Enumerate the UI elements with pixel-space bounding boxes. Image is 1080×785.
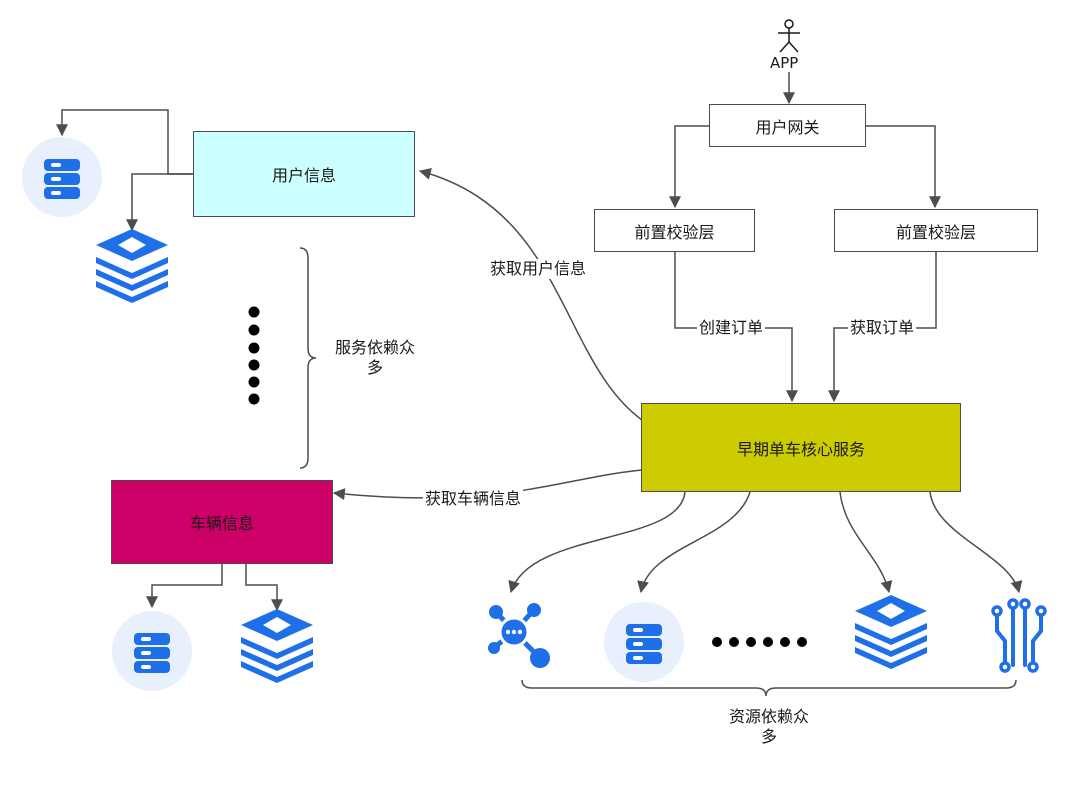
vertical-ellipsis-icon [248, 306, 260, 405]
resources-brace [521, 679, 1017, 697]
pre-check-left-label: 前置校验层 [634, 222, 715, 242]
app-actor-label: APP [770, 54, 799, 72]
user-info-node: 用户信息 [193, 131, 415, 217]
database-icon [112, 611, 192, 691]
circuit-icon [991, 598, 1047, 673]
resources-dependency-line2: 多 [760, 727, 777, 746]
gateway-node: 用户网关 [709, 104, 866, 147]
get-user-info-label: 获取用户信息 [488, 259, 589, 279]
pre-check-right-label: 前置校验层 [895, 222, 976, 242]
layered-storage-icon [241, 609, 313, 683]
database-icon [22, 137, 102, 217]
create-order-label: 创建订单 [697, 318, 766, 338]
resources-dependency-label: 资源依赖众 多 [712, 707, 826, 747]
ellipsis-dots-icon [712, 637, 807, 647]
database-icon [604, 602, 684, 682]
services-dependency-label: 服务依赖众 多 [318, 338, 432, 378]
vehicle-info-label: 车辆信息 [189, 514, 254, 533]
get-vehicle-info-label: 获取车辆信息 [423, 489, 524, 509]
services-dependency-line1: 服务依赖众 [334, 338, 415, 357]
core-service-label: 早期单车核心服务 [736, 439, 865, 459]
pre-check-left-node: 前置校验层 [594, 209, 755, 252]
vehicle-info-node: 车辆信息 [111, 480, 333, 564]
layered-storage-icon [855, 595, 927, 669]
get-order-label: 获取订单 [848, 318, 917, 338]
core-service-node: 早期单车核心服务 [641, 403, 961, 492]
message-queue-icon [488, 603, 550, 668]
app-actor-icon [778, 19, 800, 53]
resources-dependency-line1: 资源依赖众 [728, 707, 809, 726]
services-dependency-line2: 多 [366, 358, 383, 377]
services-brace [299, 247, 317, 469]
pre-check-right-node: 前置校验层 [834, 209, 1038, 252]
user-info-label: 用户信息 [271, 166, 336, 185]
layered-storage-icon [96, 229, 168, 303]
gateway-label: 用户网关 [755, 117, 820, 137]
